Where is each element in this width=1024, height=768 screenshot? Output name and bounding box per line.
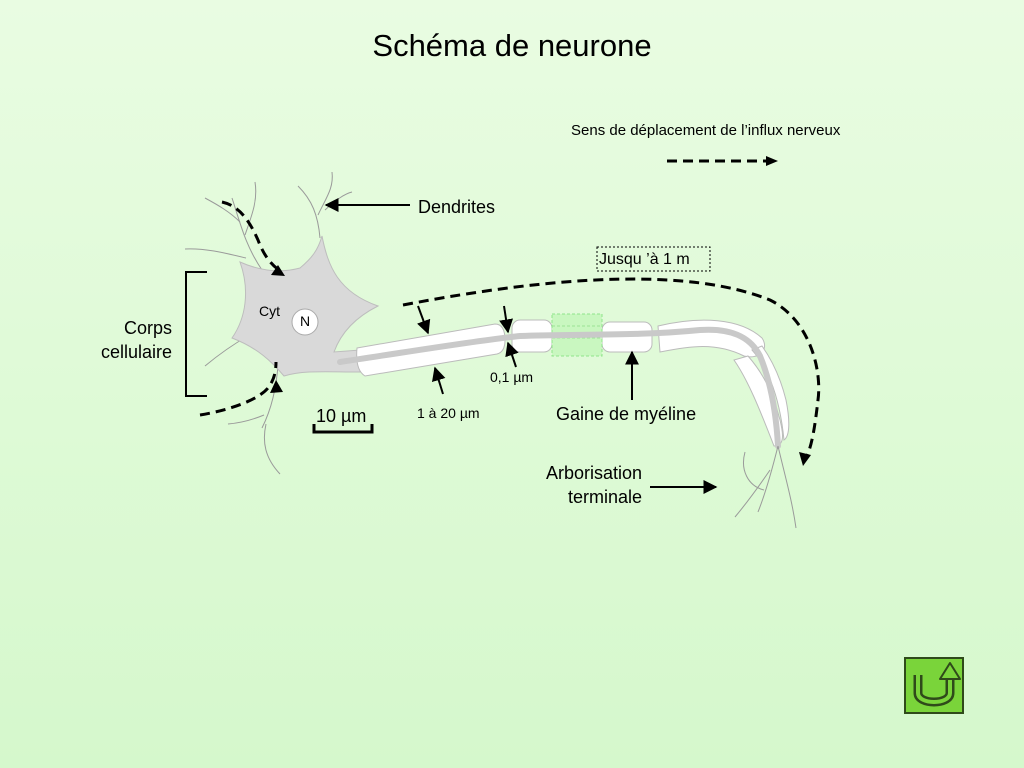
cytoplasm-label: Cyt <box>259 303 280 319</box>
node-top-pointer <box>499 305 514 334</box>
axon-top-pointer <box>417 305 431 335</box>
u-turn-arrow-icon <box>913 662 961 707</box>
impulse-arrow-axon <box>402 277 821 459</box>
myelin-label: Gaine de myéline <box>556 404 697 424</box>
legend-text: Sens de déplacement de l’influx nerveux <box>571 122 841 139</box>
back-button[interactable] <box>904 657 964 714</box>
cell-body <box>231 235 380 377</box>
cell-body-label-line2: cellulaire <box>100 342 172 362</box>
impulse-arrow-dendrite <box>221 200 283 274</box>
impulse-arrow-soma <box>199 361 278 417</box>
nucleus <box>291 308 319 336</box>
axon-diameter-label: 1 à 20 µm <box>417 405 480 421</box>
legend-arrowhead <box>766 156 778 166</box>
axon-bottom-pointer <box>432 366 446 395</box>
length-label: Jusqu ’à 1 m <box>599 251 690 268</box>
scale-bar <box>312 424 374 434</box>
node-width-label: 0,1 µm <box>490 369 534 385</box>
impulse-arrowhead-soma <box>270 380 283 393</box>
terminal-label-line2: terminale <box>567 487 642 507</box>
impulse-arrowhead-axon <box>799 452 811 466</box>
cell-body-bracket <box>185 271 207 397</box>
terminal-branches <box>734 445 797 529</box>
impulse-arrowhead-dendrite <box>271 265 285 276</box>
scale-bar-label: 10 µm <box>316 406 367 426</box>
cell-body-label-line1: Corps <box>123 318 172 338</box>
axon <box>337 326 781 449</box>
page-title: Schéma de neurone <box>372 28 652 63</box>
length-label-box <box>596 246 711 272</box>
dendrites-label: Dendrites <box>418 197 496 217</box>
node-bottom-pointer <box>505 341 519 368</box>
nucleus-label: N <box>299 313 311 329</box>
terminal-label-line1: Arborisation <box>545 463 642 483</box>
